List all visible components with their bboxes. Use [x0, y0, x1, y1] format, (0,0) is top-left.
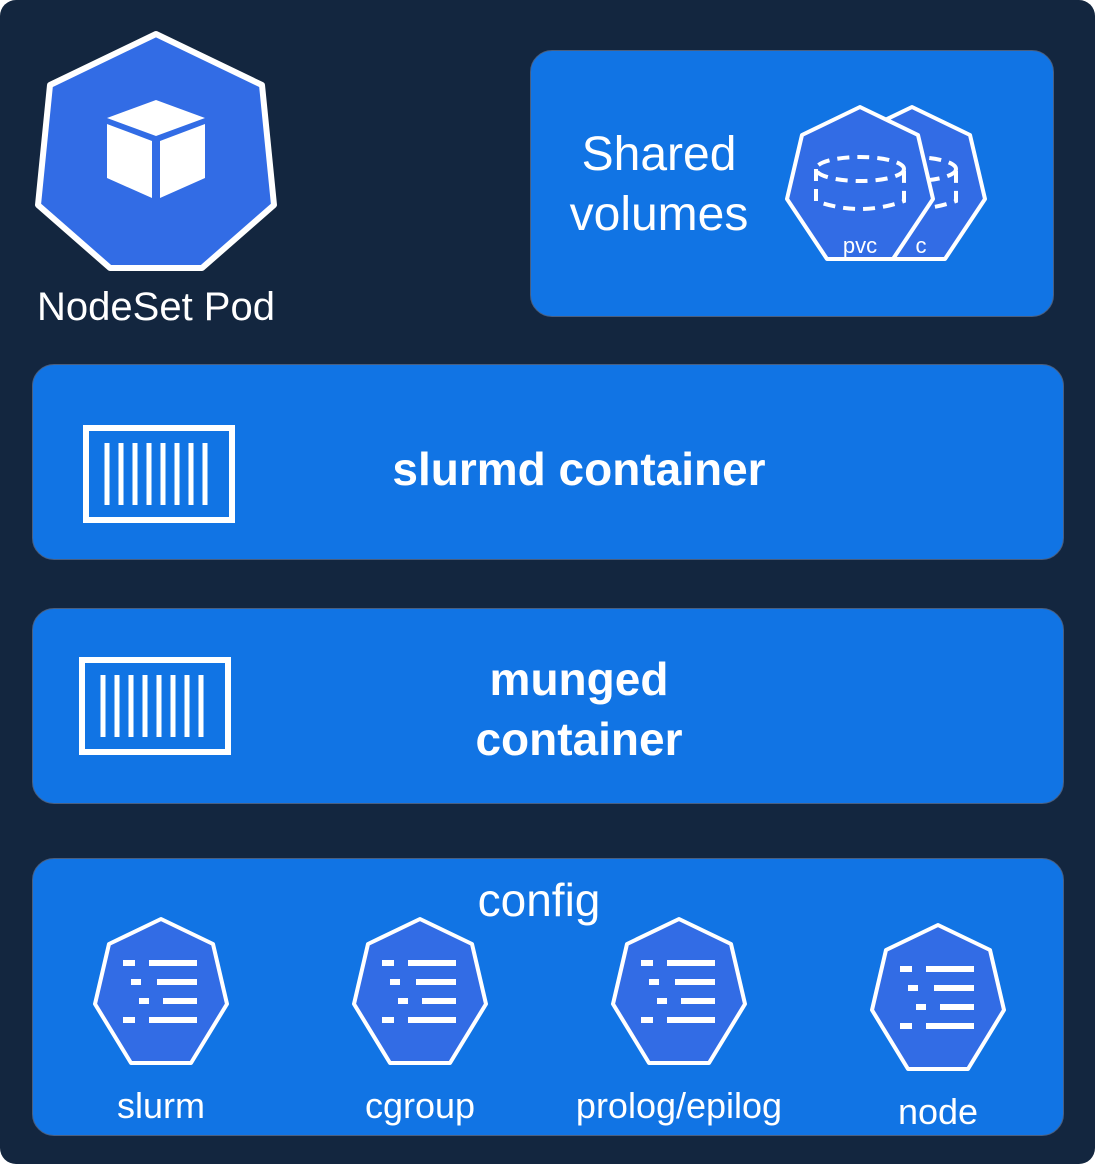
config-list-icon: [611, 917, 747, 1065]
config-box: config slurm cgroup: [32, 858, 1064, 1136]
shared-volumes-title: Shared volumes: [541, 125, 777, 245]
config-title: config: [477, 874, 601, 926]
pvc-label: pvc: [842, 233, 878, 258]
container-icon: [83, 425, 235, 523]
slurmd-container-box: slurmd container: [32, 364, 1064, 560]
cube-icon: [35, 31, 277, 271]
pod-label: NodeSet Pod: [37, 285, 275, 329]
munged-title-line1: munged: [489, 653, 669, 705]
config-item-node-label: node: [897, 1091, 979, 1132]
slurmd-container-title: slurmd container: [392, 443, 766, 495]
config-item-slurm-label: slurm: [117, 1085, 205, 1126]
config-list-icon: [93, 917, 229, 1065]
shared-volumes-title-line2: volumes: [569, 188, 749, 241]
container-icon: [79, 657, 231, 755]
munged-container-box: munged container: [32, 608, 1064, 804]
shared-volumes-title-line1: Shared: [581, 128, 737, 181]
config-list-icon: [352, 917, 488, 1065]
munged-title-line2: container: [475, 713, 683, 765]
config-list-icon: [870, 923, 1006, 1071]
shared-volumes-box: Shared volumes c pvc: [530, 50, 1054, 317]
config-item-prolog-epilog-label: prolog/epilog: [575, 1085, 783, 1126]
pvc-icon: [785, 105, 935, 261]
pvc-back-label: c: [915, 233, 927, 258]
munged-container-title: munged container: [429, 649, 729, 769]
config-item-cgroup-label: cgroup: [364, 1085, 476, 1126]
